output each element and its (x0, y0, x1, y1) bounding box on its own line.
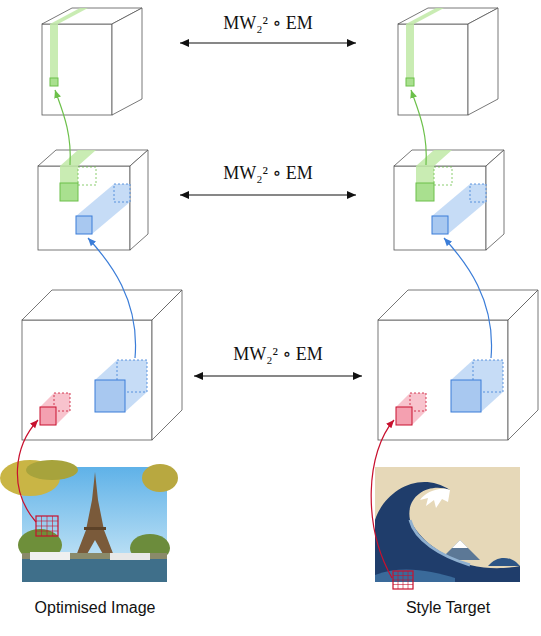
operator-label: MW₂² ∘ EM (223, 162, 313, 184)
feature-cubes (22, 8, 182, 440)
patch-arrow (17, 420, 38, 522)
double-arrow (180, 194, 356, 195)
double-arrow (194, 375, 362, 376)
image-caption: Style Target (406, 598, 490, 618)
image-caption: Optimised Image (35, 598, 156, 618)
painting-wave (375, 467, 520, 589)
feature-cubes (378, 8, 538, 440)
operator-label: MW₂² ∘ EM (233, 343, 323, 365)
operator-label: MW₂² ∘ EM (223, 12, 313, 34)
double-arrow (180, 42, 356, 43)
patch-arrow (371, 420, 394, 578)
photo-eiffel (0, 460, 178, 582)
